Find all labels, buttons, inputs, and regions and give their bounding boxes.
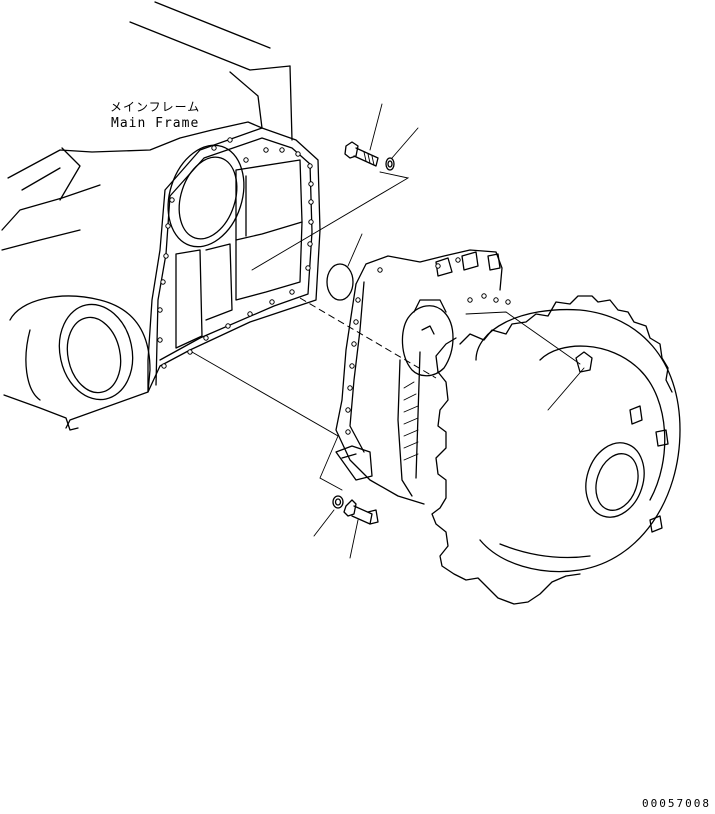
main-frame-label-jp: メインフレーム	[110, 100, 201, 114]
main-frame-label-en: Main Frame	[111, 116, 200, 131]
leader-bolt-lower	[349, 519, 359, 559]
leader-washer-upper	[391, 127, 419, 159]
flange-bolt-holes	[345, 257, 511, 435]
leader-washer-lower	[313, 509, 335, 537]
final-drive-assembly	[335, 249, 681, 605]
drawing-number: 00057008	[642, 797, 711, 810]
washer-upper	[385, 157, 395, 171]
main-frame	[1, 1, 321, 431]
center-axis-line	[299, 297, 437, 379]
bolt-upper-alignment-line	[251, 171, 410, 271]
leader-bolt-upper	[369, 103, 383, 151]
bolt-lower	[343, 499, 379, 525]
leader-drain-plug	[547, 367, 585, 411]
bolt-upper	[344, 141, 379, 167]
leader-o-ring	[347, 233, 363, 267]
frame-bolt-holes	[157, 137, 314, 369]
o-ring	[326, 263, 354, 301]
washer-lower	[332, 495, 344, 509]
drain-plug-alignment-line	[465, 311, 581, 365]
bolt-lower-alignment-line	[191, 351, 343, 491]
drain-plug	[575, 351, 593, 373]
